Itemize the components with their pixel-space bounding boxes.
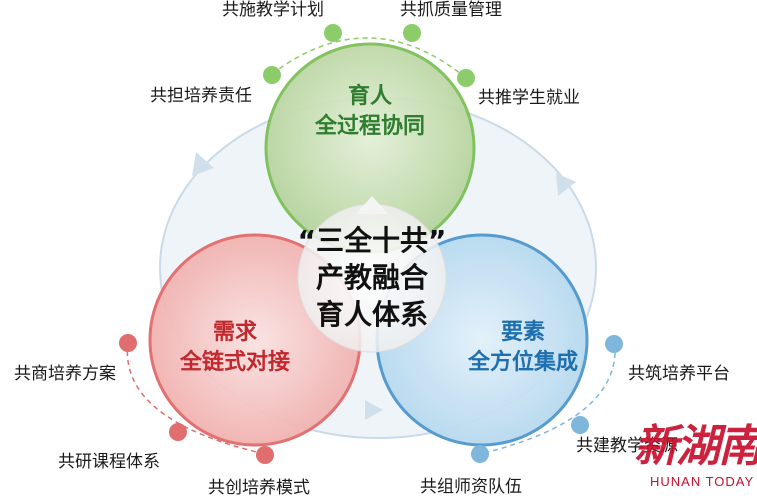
top-circle-title: 育人 全过程协同 [295, 82, 445, 142]
label-training-mode: 共创培养模式 [208, 478, 310, 498]
dot-marker [403, 24, 421, 42]
label-teaching-plan: 共施教学计划 [222, 0, 324, 20]
label-share-responsibility: 共担培养责任 [150, 86, 252, 106]
label-student-employment: 共推学生就业 [478, 88, 580, 108]
top-circle-line2: 全过程协同 [314, 114, 425, 139]
right-dots [471, 335, 623, 463]
dot-marker [256, 446, 274, 464]
label-teaching-resources: 共建教学资源 [576, 436, 678, 456]
top-dots [263, 24, 475, 87]
center-line2: 产教融合 [315, 261, 428, 294]
right-circle-title: 要素 全方位集成 [448, 318, 598, 378]
cycle-arrow-icon [556, 173, 576, 196]
right-circle-line2: 全方位集成 [467, 350, 578, 375]
center-line1: “三全十共” [297, 224, 447, 257]
dot-marker [605, 335, 623, 353]
dot-marker [571, 416, 589, 434]
top-circle-line1: 育人 [347, 84, 392, 109]
dot-marker [324, 24, 342, 42]
right-connector-arc [479, 343, 616, 455]
label-faculty-team: 共组师资队伍 [420, 477, 522, 497]
top-connector-arc [271, 37, 467, 79]
left-connector-arc [126, 341, 266, 455]
left-circle-line2: 全链式对接 [179, 350, 290, 375]
label-curriculum-system: 共研课程体系 [58, 452, 160, 472]
dot-marker [457, 69, 475, 87]
label-quality-management: 共抓质量管理 [400, 0, 502, 20]
center-notch [356, 196, 388, 214]
dot-marker [119, 334, 137, 352]
right-circle-line1: 要素 [500, 320, 545, 345]
left-circle-line1: 需求 [212, 320, 257, 345]
dot-marker [263, 66, 281, 84]
watermark-logo: 新湖南 [634, 421, 757, 472]
watermark-logo-en: HUNAN TODAY [650, 474, 755, 489]
label-training-platform: 共筑培养平台 [628, 364, 730, 384]
cycle-arrow-icon [192, 152, 214, 176]
dot-marker [169, 423, 187, 441]
left-circle-title: 需求 全链式对接 [165, 318, 305, 378]
left-dots [119, 334, 274, 464]
cycle-arrow-icon [365, 400, 383, 420]
dot-marker [471, 445, 489, 463]
center-line3: 育人体系 [315, 298, 428, 331]
center-title: “三全十共” 产教融合 育人体系 [292, 222, 452, 333]
label-training-plan: 共商培养方案 [14, 364, 116, 384]
